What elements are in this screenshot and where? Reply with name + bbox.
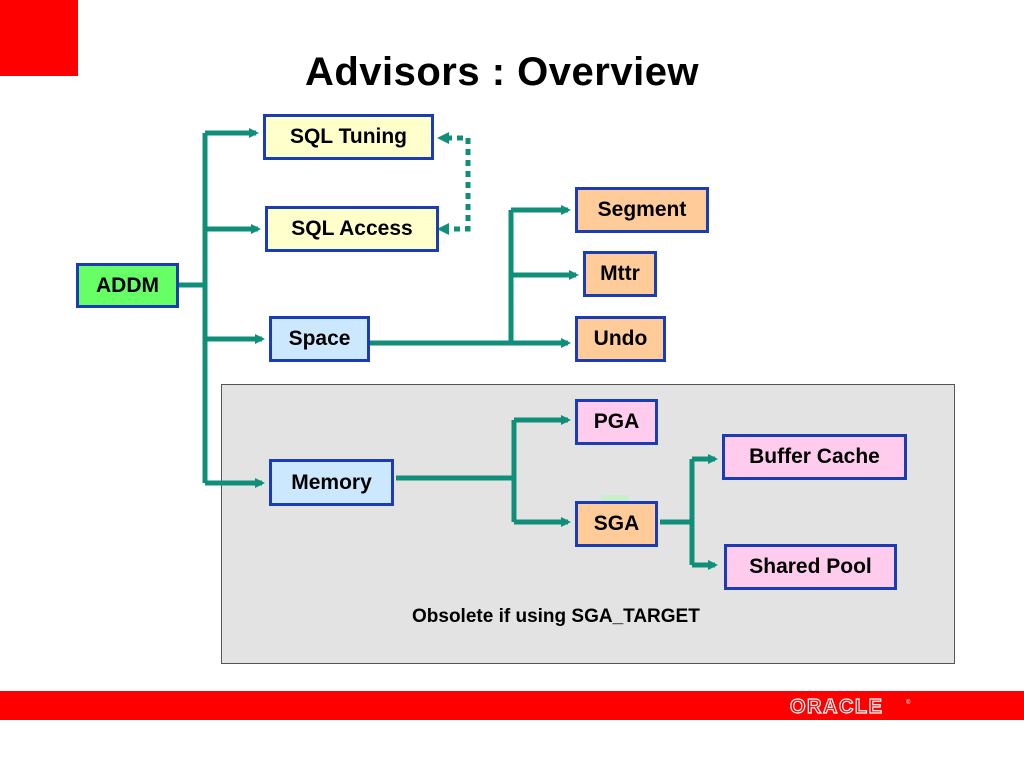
- obsolete-note: Obsolete if using SGA_TARGET: [412, 606, 700, 627]
- space-label: Space: [288, 327, 351, 350]
- sql-access-label: SQL Access: [291, 217, 413, 240]
- pga-node[interactable]: PGA: [575, 399, 658, 445]
- sql-tuning-node[interactable]: SQL Tuning: [263, 114, 434, 160]
- shared-pool-node[interactable]: Shared Pool: [724, 544, 897, 590]
- mttr-node[interactable]: Mttr: [583, 251, 657, 297]
- sql-link-dotted-line: [446, 135, 471, 232]
- sga-marker: [601, 495, 629, 501]
- footer-bar: [0, 691, 1024, 720]
- page-title: Advisors : Overview: [304, 50, 700, 94]
- segment-label: Segment: [597, 198, 687, 221]
- addm-label: ADDM: [96, 273, 159, 297]
- pga-label: PGA: [593, 410, 640, 433]
- oracle-logo: ORACLE ®: [789, 695, 911, 717]
- memory-node[interactable]: Memory: [269, 459, 394, 506]
- undo-label: Undo: [593, 327, 648, 350]
- buffer-cache-node[interactable]: Buffer Cache: [722, 434, 907, 480]
- corner-accent: [0, 0, 78, 76]
- mttr-label: Mttr: [600, 262, 640, 285]
- sga-node[interactable]: SGA: [575, 501, 658, 547]
- undo-node[interactable]: Undo: [575, 316, 666, 362]
- segment-node[interactable]: Segment: [575, 187, 709, 233]
- svg-text:®: ®: [906, 699, 911, 706]
- sql-tuning-label: SQL Tuning: [289, 125, 408, 148]
- addm-node[interactable]: ADDM: [76, 263, 179, 308]
- memory-label: Memory: [291, 470, 372, 494]
- svg-text:ORACLE: ORACLE: [790, 696, 883, 717]
- sql-link-arrow-top: [437, 132, 449, 144]
- space-node[interactable]: Space: [269, 316, 370, 362]
- sql-access-node[interactable]: SQL Access: [265, 206, 439, 252]
- buffer-cache-label: Buffer Cache: [749, 445, 880, 468]
- shared-pool-label: Shared Pool: [749, 555, 872, 578]
- sga-label: SGA: [593, 512, 640, 535]
